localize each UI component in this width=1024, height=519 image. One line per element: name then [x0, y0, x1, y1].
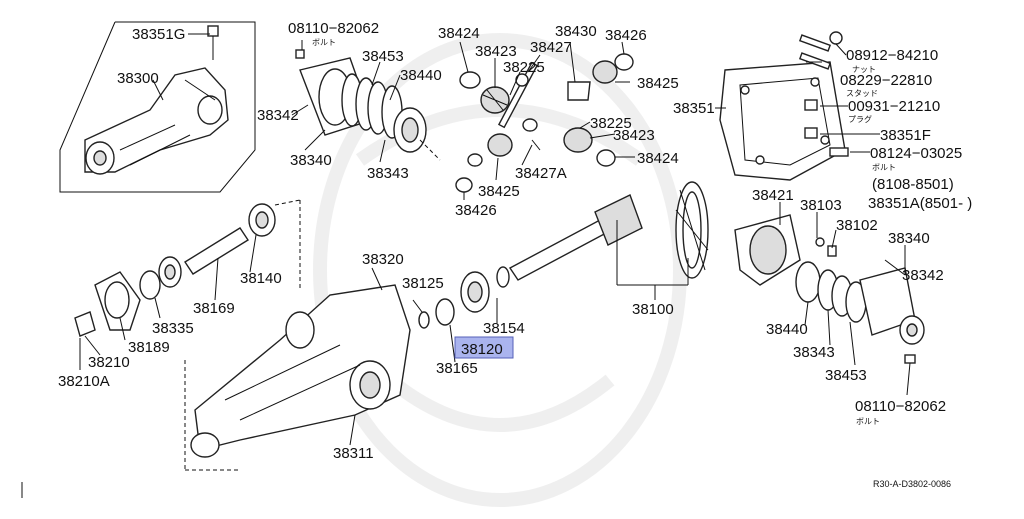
rear-cover	[719, 31, 849, 181]
callout-38225-a[interactable]: 38225	[503, 59, 545, 76]
callout-38165[interactable]: 38165	[436, 360, 478, 377]
callout-38351F[interactable]: 38351F	[880, 127, 931, 144]
companion-flange-group	[74, 199, 301, 337]
callout-38427A[interactable]: 38427A	[515, 165, 567, 182]
callout-38426-b[interactable]: 38426	[455, 202, 497, 219]
pinion-gear-set	[455, 53, 634, 193]
callout-08912[interactable]: 08912−84210	[846, 47, 938, 64]
callout-08124[interactable]: 08124−03025	[870, 145, 962, 162]
callout-38423-a[interactable]: 38423	[475, 43, 517, 60]
callout-38427[interactable]: 38427	[530, 39, 572, 56]
callout-38125[interactable]: 38125	[402, 275, 444, 292]
callout-38300[interactable]: 38300	[117, 70, 159, 87]
callout-38426-a[interactable]: 38426	[605, 27, 647, 44]
callout-38102[interactable]: 38102	[836, 217, 878, 234]
assembly-inset	[59, 21, 256, 193]
highlighted-part-box	[454, 336, 514, 359]
callout-38210[interactable]: 38210	[88, 354, 130, 371]
leader-lines	[79, 33, 911, 446]
gear-carrier-housing	[184, 266, 510, 471]
drive-pinion-and-ring-gear	[508, 181, 837, 286]
callout-08229-sub: スタッド	[846, 89, 878, 98]
callout-38343-r[interactable]: 38343	[793, 344, 835, 361]
callout-38440-r[interactable]: 38440	[766, 321, 808, 338]
callout-00931-sub: プラグ	[848, 114, 872, 124]
callout-08229[interactable]: 08229−22810	[840, 72, 932, 89]
callout-00931[interactable]: 00931−21210	[848, 98, 940, 115]
callout-38340-r[interactable]: 38340	[888, 230, 930, 247]
callout-08110-top[interactable]: 08110−82062	[288, 20, 379, 37]
callout-38424-b[interactable]: 38424	[637, 150, 679, 167]
callout-38425-a[interactable]: 38425	[637, 75, 679, 92]
callout-38343-top[interactable]: 38343	[367, 165, 409, 182]
callout-labels: 38351G 38300 08110−82062 ボルト 38453 38440…	[58, 20, 972, 489]
callout-38154[interactable]: 38154	[483, 320, 525, 337]
callout-38210A[interactable]: 38210A	[58, 373, 110, 390]
callout-38342-r[interactable]: 38342	[902, 267, 944, 284]
callout-38189[interactable]: 38189	[128, 339, 170, 356]
callout-38351[interactable]: 38351	[673, 100, 715, 117]
callout-38225-b[interactable]: 38225	[590, 115, 632, 132]
callout-38311[interactable]: 38311	[333, 445, 374, 462]
callout-08912-sub: ナット	[852, 65, 876, 74]
callout-38440-top[interactable]: 38440	[400, 67, 442, 84]
callout-38453-top[interactable]: 38453	[362, 48, 404, 65]
diagram-reference-code: R30-A-D3802-0086	[873, 479, 951, 489]
callout-38103[interactable]: 38103	[800, 197, 842, 214]
callout-38430[interactable]: 38430	[555, 23, 597, 40]
callout-38423-b[interactable]: 38423	[613, 127, 655, 144]
callout-38425-b[interactable]: 38425	[478, 183, 520, 200]
callout-38120[interactable]: 38120	[461, 341, 503, 358]
callout-38424-a[interactable]: 38424	[438, 25, 480, 42]
side-bearing-group-left	[295, 49, 441, 161]
callout-38421[interactable]: 38421	[752, 187, 794, 204]
callout-38453-r[interactable]: 38453	[825, 367, 867, 384]
callout-38335[interactable]: 38335	[152, 320, 194, 337]
callout-38351A[interactable]: 38351A(8501- )	[868, 195, 972, 212]
callout-08110-top-sub: ボルト	[312, 38, 336, 47]
callout-08110-bot-sub: ボルト	[856, 417, 880, 426]
callout-38340-top[interactable]: 38340	[290, 152, 332, 169]
callout-8108-8501: (8108-8501)	[872, 176, 954, 193]
callout-08124-sub: ボルト	[872, 163, 896, 172]
side-bearing-group-right	[795, 261, 925, 364]
callout-38169[interactable]: 38169	[193, 300, 235, 317]
callout-38140[interactable]: 38140	[240, 270, 282, 287]
callout-38100[interactable]: 38100	[632, 301, 674, 318]
callout-38351G[interactable]: 38351G	[132, 26, 185, 43]
callout-08110-bot[interactable]: 08110−82062	[855, 398, 946, 415]
callout-38342-top[interactable]: 38342	[257, 107, 299, 124]
callout-38320[interactable]: 38320	[362, 251, 404, 268]
